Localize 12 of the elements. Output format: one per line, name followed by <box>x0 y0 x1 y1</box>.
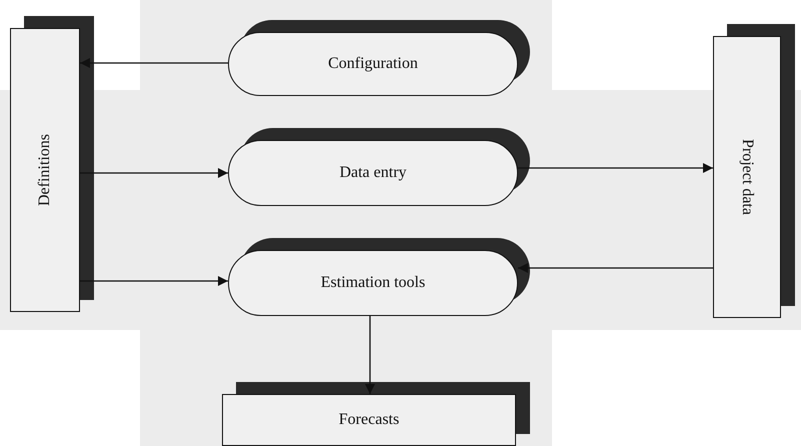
node-label: Data entry <box>339 164 407 182</box>
node-label: Definitions <box>36 134 54 206</box>
arrow <box>518 163 713 173</box>
node-label: Forecasts <box>338 411 400 429</box>
arrow <box>80 58 228 68</box>
arrow <box>518 263 713 273</box>
node-label: Estimation tools <box>320 274 426 292</box>
node-label: Project data <box>738 139 756 215</box>
arrow <box>365 316 375 394</box>
arrow <box>80 168 228 178</box>
arrow <box>80 276 228 286</box>
node-label: Configuration <box>328 55 418 73</box>
